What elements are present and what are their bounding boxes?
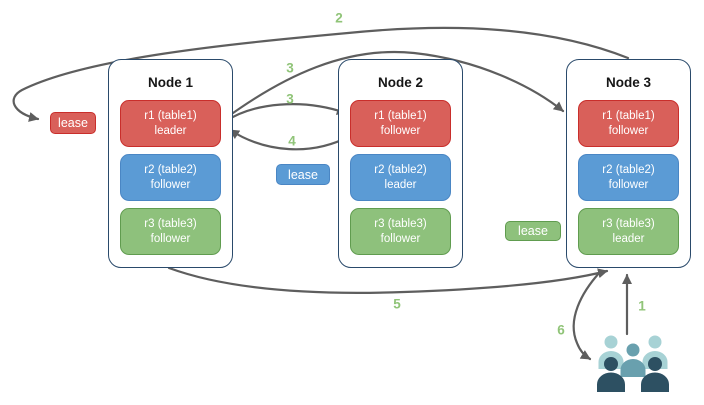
replica-role: leader bbox=[384, 178, 417, 191]
replica-id: r3 (table3) bbox=[602, 217, 655, 230]
node-title: Node 1 bbox=[147, 75, 193, 90]
node-1-card: Node 1 r1 (table1) leader r2 (table2) fo… bbox=[108, 59, 233, 268]
step-label-3a: 3 bbox=[286, 60, 294, 76]
arrow-step-3-to-node2 bbox=[224, 103, 348, 123]
step-label-3b: 3 bbox=[286, 91, 294, 107]
replica-box-node1-r1: r1 (table1) leader bbox=[120, 100, 221, 147]
step-label-5: 5 bbox=[393, 296, 401, 312]
step-label-1: 1 bbox=[638, 298, 646, 314]
replica-role: follower bbox=[608, 178, 649, 191]
replica-role: follower bbox=[150, 178, 191, 191]
node-title: Node 2 bbox=[377, 75, 423, 90]
replica-id: r1 (table1) bbox=[602, 109, 655, 122]
replica-id: r1 (table1) bbox=[374, 109, 427, 122]
replica-box-node2-r1: r1 (table1) follower bbox=[350, 100, 451, 147]
replica-box-node1-r2: r2 (table2) follower bbox=[120, 154, 221, 201]
replica-box-node3-r1: r1 (table1) follower bbox=[578, 100, 679, 147]
replica-box-node3-r3: r3 (table3) leader bbox=[578, 208, 679, 255]
users-group-icon bbox=[597, 335, 669, 392]
replica-box-node3-r2: r2 (table2) follower bbox=[578, 154, 679, 201]
replica-id: r2 (table2) bbox=[374, 163, 427, 176]
lease-badge-red: lease bbox=[50, 112, 96, 134]
arrow-step-2 bbox=[12, 26, 630, 122]
replica-id: r2 (table2) bbox=[602, 163, 655, 176]
replica-id: r3 (table3) bbox=[144, 217, 197, 230]
replica-box-node2-r2: r2 (table2) leader bbox=[350, 154, 451, 201]
arrow-step-5 bbox=[167, 266, 609, 294]
step-label-4: 4 bbox=[288, 133, 296, 149]
step-label-2: 2 bbox=[335, 10, 343, 26]
replica-role: leader bbox=[612, 232, 645, 245]
lease-badge-blue: lease bbox=[276, 164, 330, 185]
node-2-card: Node 2 r1 (table1) follower r2 (table2) … bbox=[338, 59, 463, 268]
replica-box-node2-r3: r3 (table3) follower bbox=[350, 208, 451, 255]
replica-role: follower bbox=[380, 232, 421, 245]
replica-role: leader bbox=[154, 124, 187, 137]
replica-role: follower bbox=[380, 124, 421, 137]
step-label-6: 6 bbox=[557, 322, 565, 338]
replica-role: follower bbox=[608, 124, 649, 137]
replica-id: r1 (table1) bbox=[144, 109, 197, 122]
lease-badge-green: lease bbox=[505, 221, 561, 241]
node-3-card: Node 3 r1 (table1) follower r2 (table2) … bbox=[566, 59, 691, 268]
node-title: Node 3 bbox=[605, 75, 651, 90]
replica-id: r2 (table2) bbox=[144, 163, 197, 176]
replica-role: follower bbox=[150, 232, 191, 245]
replica-id: r3 (table3) bbox=[374, 217, 427, 230]
replica-box-node1-r3: r3 (table3) follower bbox=[120, 208, 221, 255]
